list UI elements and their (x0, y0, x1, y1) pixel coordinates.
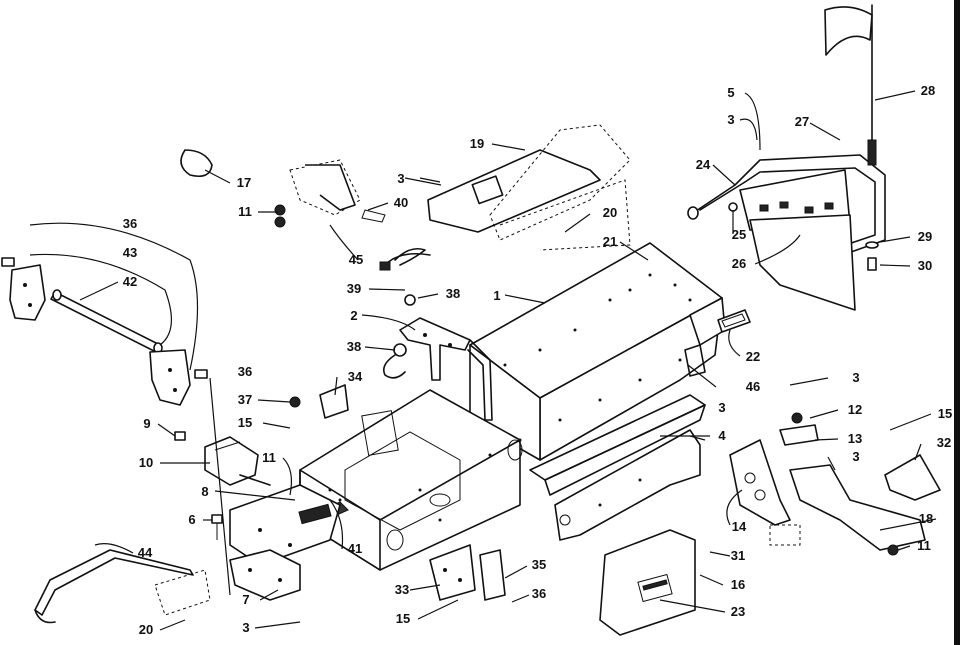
callout-labels: 1 2 3 3 3 3 3 3 4 5 6 7 8 9 10 11 11 11 … (123, 83, 952, 637)
callout-26: 26 (732, 256, 746, 271)
safety-flag (824, 4, 879, 271)
front-bumper-bracket-left (1, 257, 46, 321)
side-bracket-33 (429, 544, 476, 601)
callout-3-tunnel: 3 (718, 400, 725, 415)
callout-29: 29 (918, 229, 932, 244)
callout-33: 33 (395, 582, 409, 597)
callout-36-top: 36 (123, 216, 137, 231)
front-handle-bracket (154, 569, 211, 616)
callout-36-bottom: 36 (532, 586, 546, 601)
footrest-plate (729, 439, 801, 546)
callout-3-right: 3 (852, 370, 859, 385)
front-handle (34, 549, 194, 624)
callout-46: 46 (746, 379, 760, 394)
callout-30: 30 (918, 258, 932, 273)
callout-43: 43 (123, 245, 137, 260)
tail-light (717, 309, 751, 333)
callout-20-front: 20 (139, 622, 153, 637)
mount-bracket (884, 454, 941, 501)
callout-4: 4 (718, 428, 726, 443)
belt-guard (599, 529, 696, 636)
callout-7: 7 (242, 592, 249, 607)
callout-25: 25 (732, 227, 746, 242)
mount-plate (229, 549, 301, 601)
callout-15-left: 15 (238, 415, 252, 430)
callout-38-top: 38 (446, 286, 460, 301)
callout-17: 17 (237, 175, 251, 190)
callout-11-hood: 11 (238, 204, 252, 219)
callout-1: 1 (493, 288, 500, 303)
callout-12: 12 (848, 402, 862, 417)
callout-3-hitch: 3 (397, 171, 404, 186)
callout-15-bottom: 15 (396, 611, 410, 626)
foot-bracket-bar (789, 464, 926, 556)
front-panel (229, 484, 341, 566)
leader-lines (29, 90, 937, 631)
callout-35: 35 (532, 557, 546, 572)
callout-19: 19 (470, 136, 484, 151)
callout-10: 10 (139, 455, 153, 470)
bolt-9 (174, 431, 186, 441)
callout-3-bumper: 3 (727, 112, 734, 127)
callout-21: 21 (603, 234, 617, 249)
callout-36-left: 36 (238, 364, 252, 379)
callout-20-tunnel: 20 (603, 205, 617, 220)
callout-6: 6 (188, 512, 195, 527)
callout-39: 39 (347, 281, 361, 296)
side-rail (554, 429, 701, 541)
callout-27: 27 (795, 114, 809, 129)
callout-42: 42 (123, 274, 137, 289)
tether-cord (379, 247, 431, 306)
callout-16: 16 (731, 577, 745, 592)
callout-11-front: 11 (262, 450, 276, 465)
callout-40: 40 (394, 195, 408, 210)
right-edge-border (954, 0, 960, 645)
callout-2: 2 (350, 308, 357, 323)
rear-tunnel-cover (427, 124, 631, 251)
callout-32: 32 (937, 435, 951, 450)
callout-18: 18 (919, 511, 933, 526)
callout-23: 23 (731, 604, 745, 619)
hood-latch-bracket (274, 159, 386, 228)
hitch-bar (684, 344, 706, 377)
front-bumper-tube (50, 289, 163, 354)
callout-37: 37 (238, 392, 252, 407)
callout-41: 41 (348, 541, 362, 556)
callout-13: 13 (848, 431, 862, 446)
chassis-tunnel (299, 242, 726, 571)
callout-45: 45 (349, 252, 363, 267)
hose-clamp (180, 149, 213, 178)
callout-11-right: 11 (917, 538, 931, 553)
callout-15-right: 15 (938, 406, 952, 421)
callout-8: 8 (201, 484, 208, 499)
bolt-6 (211, 514, 223, 540)
callout-34: 34 (348, 369, 363, 384)
callout-28: 28 (921, 83, 935, 98)
callout-44: 44 (138, 545, 153, 560)
control-bracket (289, 384, 349, 419)
front-bumper-bracket-right (149, 349, 208, 406)
callout-9: 9 (143, 416, 150, 431)
side-bracket-35 (479, 549, 506, 601)
callout-31: 31 (731, 548, 745, 563)
callout-22: 22 (746, 349, 760, 364)
callout-38-left: 38 (347, 339, 361, 354)
callout-3-front: 3 (242, 620, 249, 635)
rear-bumper (687, 154, 886, 311)
callout-24: 24 (696, 157, 711, 172)
callout-14: 14 (732, 519, 747, 534)
steering-support (399, 317, 493, 421)
callout-3-foot: 3 (852, 449, 859, 464)
callout-5: 5 (727, 85, 734, 100)
battery-box (204, 436, 271, 486)
